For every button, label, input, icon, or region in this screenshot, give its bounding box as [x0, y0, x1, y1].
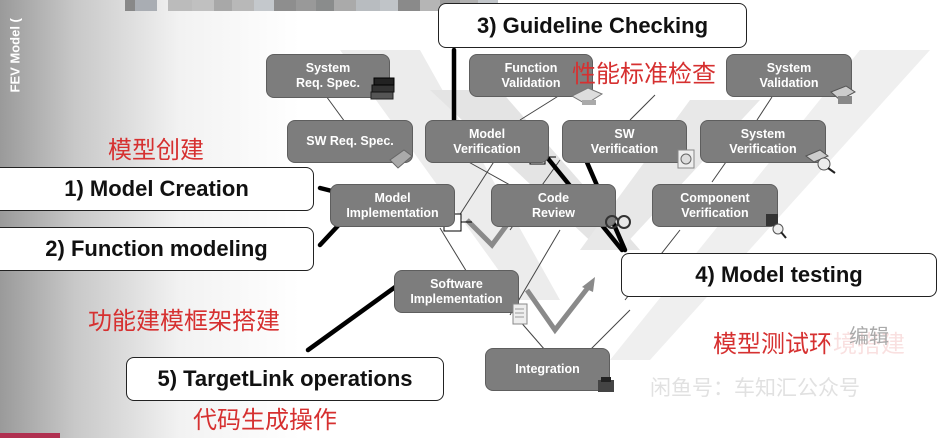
annotation-performance-check-cn: 性能标准检查	[572, 61, 716, 88]
node-system-validation[interactable]: System Validation	[726, 54, 852, 97]
glasses-icon	[605, 215, 631, 229]
node-function-validation[interactable]: Function Validation	[469, 54, 593, 97]
books-icon	[370, 77, 395, 100]
connector-line	[711, 161, 727, 183]
connector-line	[629, 94, 656, 121]
callout-model-creation: 1) Model Creation	[0, 167, 314, 211]
node-software-implementation[interactable]: Software Implementation	[394, 270, 519, 313]
check-arrow-large	[524, 283, 592, 335]
red-marker	[0, 433, 60, 438]
node-sw-verification[interactable]: SW Verification	[562, 120, 687, 163]
watermark-badge: 编辑	[830, 312, 908, 356]
callout-targetlink-operations: 5) TargetLink operations	[126, 357, 444, 401]
pointer-targetlink	[305, 282, 401, 353]
node-integration[interactable]: Integration	[485, 348, 610, 391]
code-document-icon	[512, 303, 528, 325]
blurred-header-strip-left	[125, 0, 157, 11]
printer-icon	[570, 87, 604, 105]
node-model-verification[interactable]: Model Verification	[425, 120, 549, 163]
component-magnifier-icon	[766, 214, 787, 239]
v-ribbon-left	[340, 50, 560, 300]
arrow-head	[582, 277, 595, 292]
annotation-function-framework-cn: 功能建模框架搭建	[88, 308, 280, 335]
callout-model-testing: 4) Model testing	[621, 253, 937, 297]
connector-line	[756, 96, 773, 121]
annotation-code-generation-cn: 代码生成操作	[193, 407, 337, 434]
annotation-model-creation-cn: 模型创建	[108, 137, 204, 164]
node-code-review[interactable]: Code Review	[491, 184, 616, 227]
ecu-hardware-icon	[598, 377, 614, 392]
node-system-verification[interactable]: System Verification	[700, 120, 826, 163]
connector-line	[589, 309, 631, 351]
car-magnifier-icon	[805, 149, 836, 174]
callout-guideline-checking: 3) Guideline Checking	[438, 3, 747, 48]
watermark-text: 闲鱼号：车知汇公众号	[650, 377, 860, 400]
node-system-req-spec[interactable]: System Req. Spec.	[266, 54, 390, 98]
node-model-implementation[interactable]: Model Implementation	[330, 184, 455, 227]
callout-function-modeling: 2) Function modeling	[0, 227, 314, 271]
connector-line	[519, 94, 561, 121]
car-test-bench-icon	[830, 85, 856, 104]
node-sw-req-spec[interactable]: SW Req. Spec.	[287, 120, 413, 163]
node-component-verification[interactable]: Component Verification	[652, 184, 778, 227]
book-icon	[389, 149, 413, 169]
document-magnifier-icon	[677, 149, 695, 169]
